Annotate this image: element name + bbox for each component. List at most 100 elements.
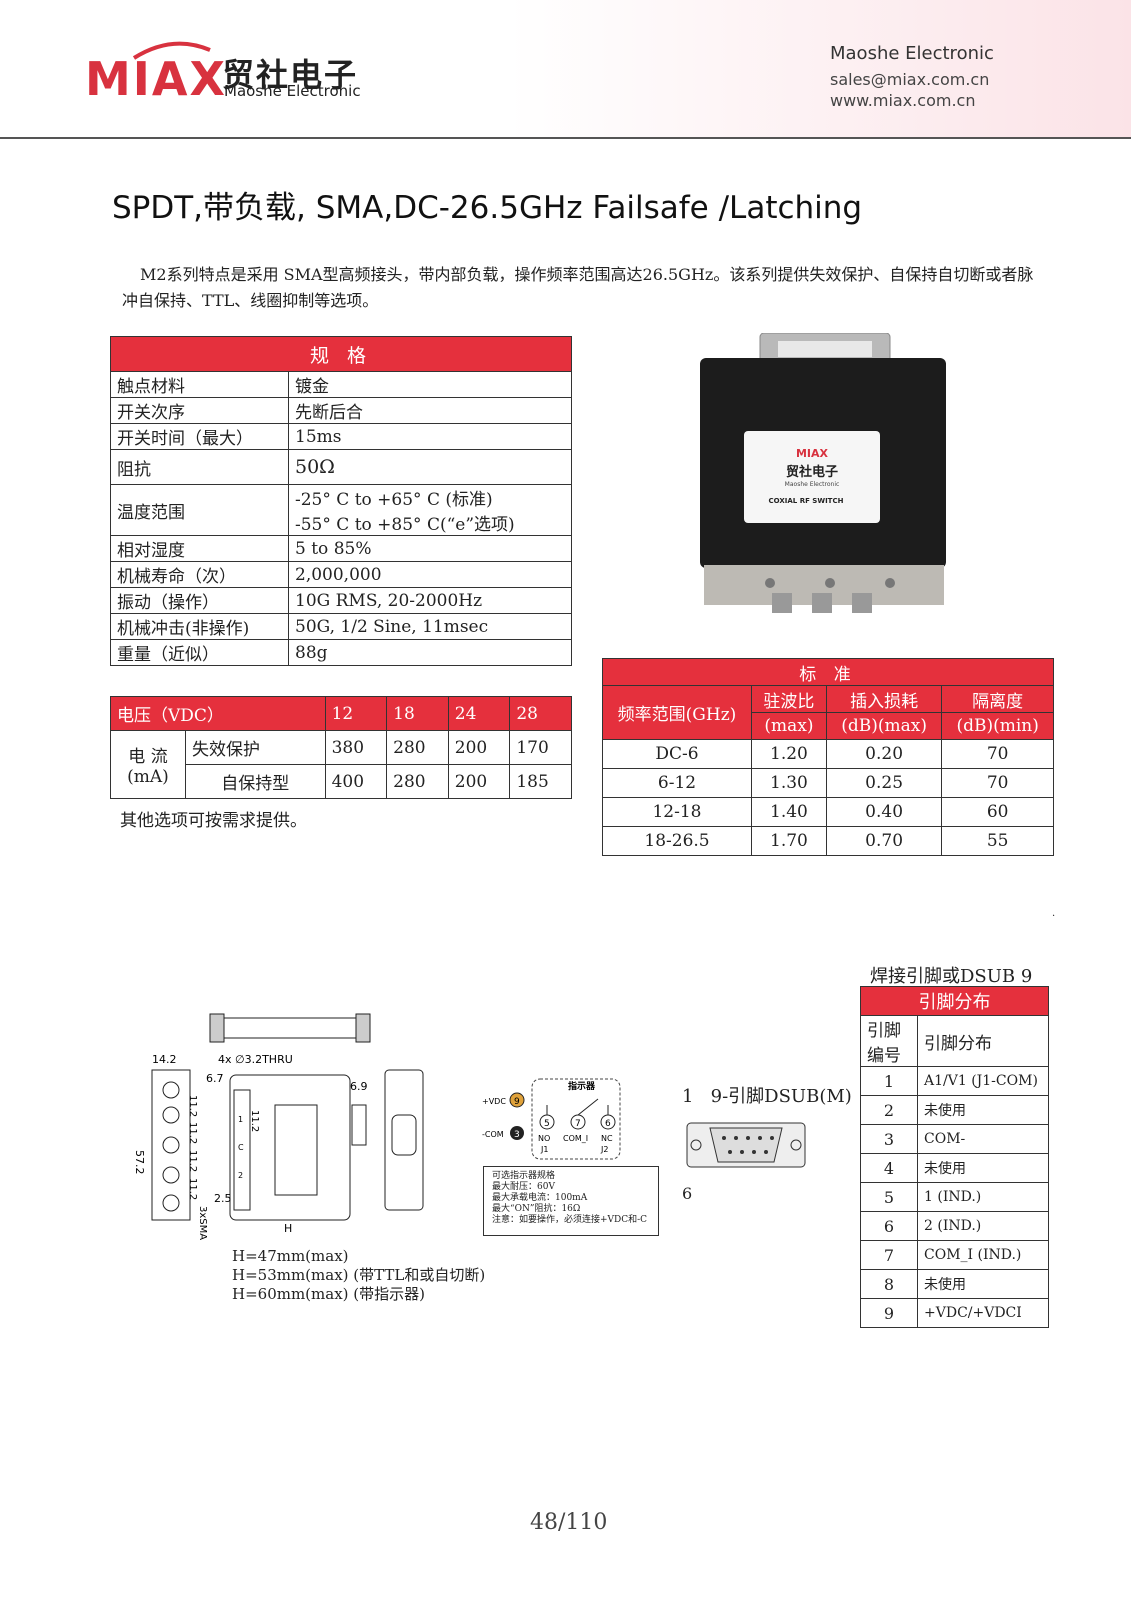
ind-pin-label: NC: [601, 1134, 613, 1143]
current-row-name: 失效保护: [185, 730, 326, 765]
spec-value: 10G RMS, 20-2000Hz: [288, 587, 572, 614]
pin-number: 9: [860, 1298, 918, 1328]
voltage-value: 18: [386, 696, 449, 731]
dsub-pin-6: 6: [682, 1184, 693, 1203]
spec-value: 50G, 1/2 Sine, 11msec: [288, 613, 572, 640]
current-label: 电 流(mA): [110, 730, 186, 799]
table-row: 开关时间（最大）15ms: [110, 423, 572, 450]
dim-11-2: 11.2: [187, 1095, 198, 1117]
spec-value: 2,000,000: [288, 561, 572, 588]
ind-spec-line: 可选指示器规格: [492, 1171, 556, 1181]
pin-assignment: 未使用: [917, 1153, 1049, 1183]
dim-6-7: 6.7: [206, 1072, 224, 1085]
ind-spec-line: 注意：如要操作，必须连接+VDC和-C: [492, 1215, 648, 1225]
temp-standard: -25° C to +65° C (标准): [295, 490, 493, 510]
mechanical-drawing: 14.2 4x ∅3.2THRU 6.7 6.9 57.2 11.2 11.2 …: [133, 1013, 424, 1240]
table-row: 触点材料镀金: [110, 371, 572, 398]
col-pin-number: 引脚编号: [860, 1015, 918, 1067]
dim-pitch: 11.2: [187, 1122, 198, 1144]
label-cn: 贸社电子: [786, 464, 838, 480]
standard-table: 标 准 频率范围(GHz) 驻波比 插入损耗 隔离度 (max) (dB)(ma…: [602, 658, 1054, 856]
table-row: 9+VDC/+VDCI: [860, 1298, 1049, 1328]
cell: 1.40: [751, 797, 827, 827]
header-divider: [0, 137, 1131, 139]
spec-value: 88g: [288, 639, 572, 666]
ind-pin: 7: [575, 1119, 581, 1129]
ind-pin: 5: [544, 1119, 550, 1129]
table-row: 电压（VDC） 12 18 24 28: [110, 696, 572, 731]
ind-pin: 6: [605, 1119, 611, 1129]
pin-number: 8: [860, 1269, 918, 1299]
vdc-label: +VDC: [482, 1097, 506, 1106]
spec-value: 镀金: [288, 371, 572, 398]
indicator-diagram: 指示器 +VDC 9 -COM 3 5 7 6 NO COM_I NC J1 J…: [482, 1078, 621, 1160]
dim-57-2: 57.2: [133, 1150, 146, 1175]
pin-assignment: A1/V1 (J1-COM): [917, 1066, 1049, 1096]
current-unit: (mA): [127, 767, 169, 787]
current-row-name: 自保持型: [185, 764, 326, 799]
dim-holes: 4x ∅3.2THRU: [218, 1053, 293, 1066]
page-title: SPDT,带负载, SMA,DC-26.5GHz Failsafe /Latch…: [112, 190, 863, 226]
ind-spec-line: 最大耐压：60V: [492, 1182, 555, 1192]
dim-pitch: 11.2: [187, 1150, 198, 1172]
logo-chinese-name: 贸社电子: [222, 56, 359, 94]
label-brand: MIAX: [796, 447, 829, 460]
height-notes: H=47mm(max) H=53mm(max) (带TTL和或自切断) H=60…: [232, 1247, 485, 1304]
label-type: COXIAL RF SWITCH: [769, 497, 844, 505]
pin-assignment: 未使用: [917, 1095, 1049, 1125]
ind-pin-label: COM_I: [563, 1134, 588, 1143]
pin-number: 6: [860, 1211, 918, 1241]
spec-key: 机械寿命（次）: [110, 561, 289, 588]
col-pin-assignment: 引脚分布: [917, 1015, 1049, 1067]
cell: 0.70: [825, 826, 943, 856]
stray-dot: .: [1052, 908, 1056, 919]
logo-miax: MIAX: [85, 52, 227, 106]
cell: 70: [941, 739, 1054, 769]
col-isolation: 隔离度: [941, 685, 1054, 713]
pin-assignment: 未使用: [917, 1269, 1049, 1299]
voltage-value: 28: [509, 696, 572, 731]
ind-spec-line: 最大“ON”阻抗：16Ω: [492, 1204, 581, 1214]
current-value: 280: [386, 730, 449, 765]
current-value: 280: [386, 764, 449, 799]
cell: 12-18: [602, 797, 752, 827]
pin-assignment: +VDC/+VDCI: [917, 1298, 1049, 1328]
pin-number: 4: [860, 1153, 918, 1183]
spec-key: 相对湿度: [110, 535, 289, 562]
spec-value: 先断后合: [288, 397, 572, 424]
dim-pitch: 11.2: [187, 1178, 198, 1200]
current-value: 200: [447, 764, 511, 799]
pin-number: 2: [860, 1095, 918, 1125]
indicator-spec-box: 可选指示器规格 最大耐压：60V 最大承载电流：100mA 最大“ON”阻抗：1…: [483, 1166, 659, 1236]
pin-number: 1: [860, 1066, 918, 1096]
cell: 0.25: [825, 768, 943, 798]
col-insertion-loss: 插入损耗: [825, 685, 943, 713]
pinout-caption: 焊接引脚或DSUB 9: [870, 966, 1033, 987]
company-email[interactable]: sales@miax.com.cn: [830, 70, 990, 89]
table-row: 机械冲击(非操作)50G, 1/2 Sine, 11msec: [110, 613, 572, 640]
cell: 60: [941, 797, 1054, 827]
voltage-table: 电压（VDC） 12 18 24 28 电 流(mA) 失效保护 380 280…: [110, 696, 572, 799]
col-vswr-unit: (max): [751, 712, 827, 740]
spec-key: 阻抗: [110, 449, 289, 485]
col-isolation-unit: (dB)(min): [941, 712, 1054, 740]
current-value: 185: [509, 764, 572, 799]
cell: 70: [941, 768, 1054, 798]
standard-header: 标 准: [602, 658, 1054, 686]
height-note: H=60mm(max) (带指示器): [232, 1285, 425, 1303]
pin-assignment: 1 (IND.): [917, 1182, 1049, 1212]
cell: 1.20: [751, 739, 827, 769]
sma-label: 2: [238, 1171, 243, 1180]
current-value: 380: [324, 730, 388, 765]
dsub-title: 9-引脚DSUB(M): [710, 1086, 852, 1107]
company-website[interactable]: www.miax.com.cn: [830, 91, 976, 110]
dim-pitch: 11.2: [249, 1110, 260, 1132]
voltage-value: 12: [324, 696, 388, 731]
company-name: Maoshe Electronic: [830, 43, 994, 64]
product-photo: MIAX 贸社电子 Maoshe Electronic COXIAL RF SW…: [700, 333, 946, 613]
